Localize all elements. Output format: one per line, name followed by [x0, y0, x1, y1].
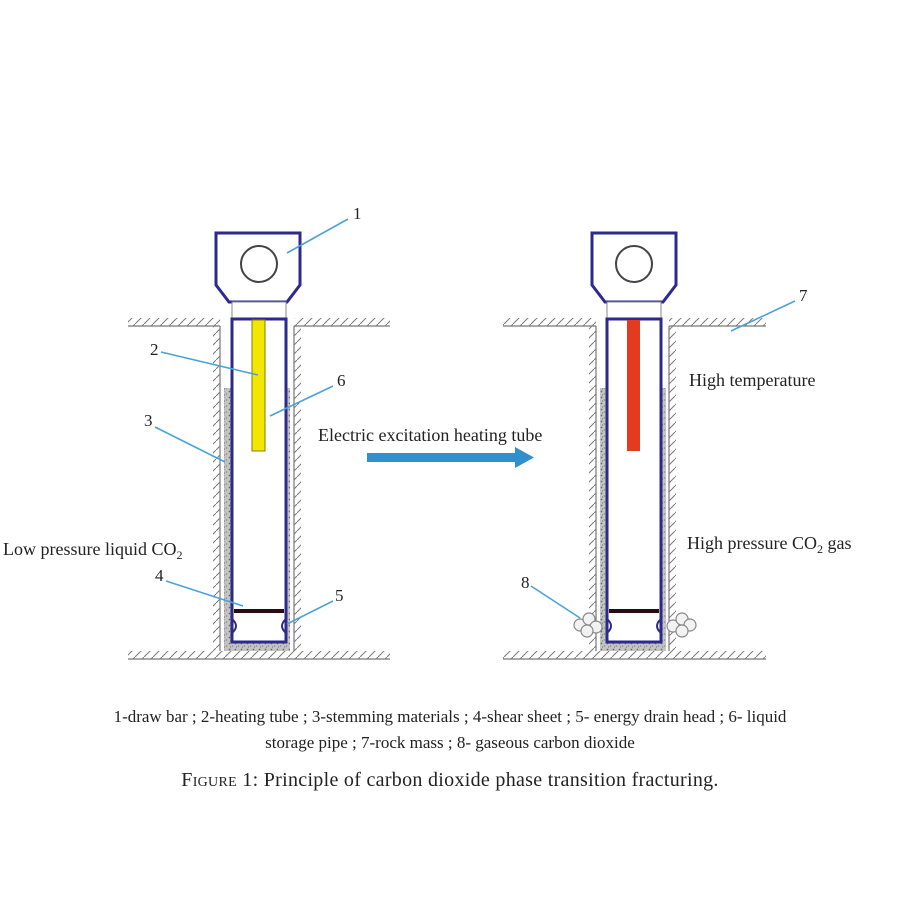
label-2: 2 [150, 340, 159, 359]
borehole-walls-right [589, 326, 676, 651]
energy-drain-head-left [231, 618, 287, 634]
high-pressure-label: High pressure CO2 gas [687, 533, 852, 556]
leader-lines-right [530, 300, 796, 619]
shear-sheet-left [234, 609, 284, 613]
low-pressure-label: Low pressure liquid CO2 [3, 539, 183, 562]
ground-surface-right [503, 318, 766, 660]
heating-tube-hot [627, 320, 640, 451]
left-assembly [128, 218, 390, 660]
gas-cloud-left-icon [573, 612, 603, 638]
transition-arrow [367, 447, 534, 468]
legend-line-1: 1-draw bar ; 2-heating tube ; 3-stemming… [113, 707, 787, 726]
heating-tube-cold [251, 319, 266, 452]
label-4: 4 [155, 566, 164, 585]
label-6: 6 [337, 371, 346, 390]
legend: 1-draw bar ; 2-heating tube ; 3-stemming… [20, 704, 880, 756]
label-8: 8 [521, 573, 530, 592]
ground-surface-left [128, 318, 390, 660]
figure-word: Figure [181, 769, 237, 791]
energy-drain-head-right [606, 618, 662, 634]
draw-bar-left [214, 231, 302, 320]
label-3: 3 [144, 411, 153, 430]
legend-line-2: storage pipe ; 7-rock mass ; 8- gaseous … [265, 733, 635, 752]
figure-caption: Figure 1: Principle of carbon dioxide ph… [0, 769, 900, 792]
right-assembly [503, 231, 796, 660]
shear-sheet-right [609, 609, 659, 613]
leader-lines-left [154, 218, 349, 625]
label-7: 7 [799, 286, 808, 305]
draw-bar-right [590, 231, 678, 320]
label-5: 5 [335, 586, 344, 605]
caption-text: 1: Principle of carbon dioxide phase tra… [236, 769, 719, 791]
borehole-walls-left [213, 326, 301, 651]
gas-cloud-right-icon [666, 612, 697, 638]
excitation-label: Electric excitation heating tube [318, 425, 543, 445]
label-1: 1 [353, 204, 362, 223]
high-temperature-label: High temperature [689, 370, 816, 390]
